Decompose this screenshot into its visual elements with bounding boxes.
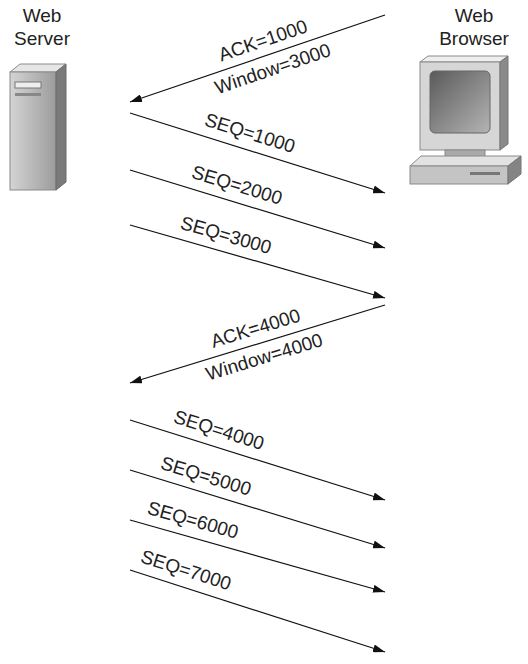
host-label: Web Server <box>2 4 82 50</box>
segment-label: SEQ=1000 <box>202 108 298 158</box>
base-side <box>508 156 521 184</box>
segment-label: SEQ=4000 <box>171 405 267 455</box>
segment-label: SEQ=3000 <box>178 211 274 259</box>
segment-label: SEQ=5000 <box>158 451 254 500</box>
monitor-screen <box>430 71 490 133</box>
monitor-side <box>500 56 508 150</box>
server-side <box>56 64 66 190</box>
monitor-front <box>420 62 500 150</box>
segment-label: ACK=1000 Window=3000 <box>199 6 337 103</box>
base-top <box>410 156 521 166</box>
server-front <box>10 72 56 190</box>
server-icon <box>10 64 66 190</box>
host-column: Web Browser <box>385 0 528 664</box>
drive-slot <box>15 82 41 88</box>
segment-label: SEQ=7000 <box>138 545 234 596</box>
segment-arrow <box>130 570 385 652</box>
host-label: Web Browser <box>429 4 519 50</box>
monitor-top <box>420 56 508 62</box>
segment-label: SEQ=6000 <box>145 496 241 544</box>
segment-arrow <box>130 470 385 548</box>
segment-label: ACK=4000 Window=4000 <box>192 296 329 390</box>
drive-slot <box>15 93 41 96</box>
host-column: Web Server <box>0 0 130 664</box>
drive-slot <box>470 172 500 175</box>
segment-label: SEQ=2000 <box>189 160 285 209</box>
computer-icon <box>410 56 521 184</box>
base-front <box>410 166 508 184</box>
